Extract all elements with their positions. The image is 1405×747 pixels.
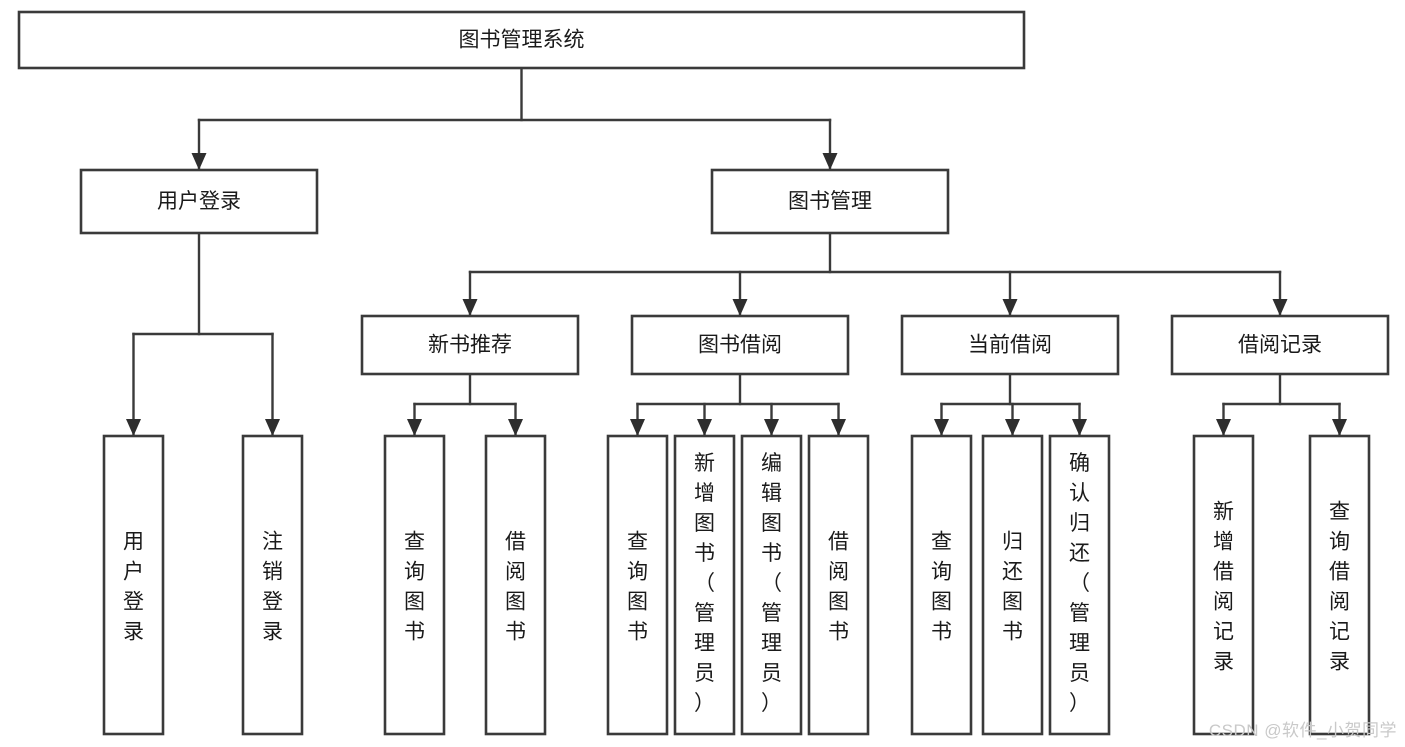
node-root-0[interactable]: 图书管理系统 — [17, 10, 1026, 70]
arrow-head-icon — [822, 153, 838, 170]
node-box[interactable] — [360, 314, 580, 376]
arrow-head-icon — [265, 419, 280, 436]
node-label: 查询借阅记录 — [1329, 500, 1350, 673]
node-label: 查询图书 — [627, 530, 648, 643]
csdn-watermark: CSDN @软件_小贺同学 — [1208, 721, 1397, 740]
node-label: 图书管理 — [788, 190, 872, 213]
node-level2-0[interactable]: 用户登录 — [79, 168, 319, 235]
node-box[interactable] — [606, 434, 669, 736]
node-box[interactable] — [1308, 434, 1371, 736]
arrow-head-icon — [1272, 299, 1288, 316]
node-label: 借阅图书 — [828, 530, 849, 643]
node-box[interactable] — [484, 434, 547, 736]
node-box[interactable] — [900, 314, 1120, 376]
arrow-head-icon — [934, 419, 949, 436]
node-label: 归还图书 — [1002, 530, 1023, 643]
connector-layer — [126, 66, 1347, 438]
node-leaf-9[interactable]: 归还图书 — [981, 434, 1044, 736]
node-leaf-10[interactable]: 确认归还（管理员） — [1048, 434, 1111, 736]
node-label: 新增借阅记录 — [1213, 500, 1234, 673]
node-leaf-2[interactable]: 查询图书 — [383, 434, 446, 736]
node-label: 用户登录 — [157, 190, 241, 213]
node-label: 查询图书 — [931, 530, 952, 643]
node-label: 借阅图书 — [505, 530, 526, 643]
node-leaf-1[interactable]: 注销登录 — [241, 434, 304, 736]
arrow-head-icon — [126, 419, 141, 436]
node-level3-2[interactable]: 当前借阅 — [900, 314, 1120, 376]
node-label: 图书借阅 — [698, 334, 782, 357]
arrow-head-icon — [831, 419, 846, 436]
node-box[interactable] — [102, 434, 165, 736]
node-label: 当前借阅 — [968, 334, 1052, 357]
arrow-head-icon — [191, 153, 207, 170]
node-box[interactable] — [630, 314, 850, 376]
arrow-head-icon — [732, 299, 748, 316]
arrow-head-icon — [508, 419, 523, 436]
node-box[interactable] — [17, 10, 1026, 70]
node-layer: 图书管理系统用户登录图书管理新书推荐图书借阅当前借阅借阅记录用户登录注销登录查询… — [17, 10, 1390, 736]
arrow-head-icon — [1072, 419, 1087, 436]
arrow-head-icon — [697, 419, 712, 436]
node-leaf-5[interactable]: 新增图书（管理员） — [673, 434, 736, 736]
node-label: 编辑图书（管理员） — [761, 452, 782, 715]
node-box[interactable] — [1170, 314, 1390, 376]
node-leaf-4[interactable]: 查询图书 — [606, 434, 669, 736]
node-leaf-8[interactable]: 查询图书 — [910, 434, 973, 736]
arrow-head-icon — [407, 419, 422, 436]
node-leaf-6[interactable]: 编辑图书（管理员） — [740, 434, 803, 736]
node-level3-0[interactable]: 新书推荐 — [360, 314, 580, 376]
node-label: 注销登录 — [262, 530, 283, 643]
node-box[interactable] — [383, 434, 446, 736]
node-leaf-11[interactable]: 新增借阅记录 — [1192, 434, 1255, 736]
node-box[interactable] — [673, 434, 736, 736]
node-label: 查询图书 — [404, 530, 425, 643]
arrow-head-icon — [1216, 419, 1231, 436]
node-box[interactable] — [1048, 434, 1111, 736]
arrow-head-icon — [1332, 419, 1347, 436]
node-box[interactable] — [740, 434, 803, 736]
node-label: 新书推荐 — [428, 334, 512, 357]
node-level3-1[interactable]: 图书借阅 — [630, 314, 850, 376]
arrow-head-icon — [462, 299, 478, 316]
node-label: 用户登录 — [123, 530, 144, 643]
node-box[interactable] — [79, 168, 319, 235]
node-label: 借阅记录 — [1238, 334, 1322, 357]
node-label: 确认归还（管理员） — [1069, 452, 1090, 715]
arrow-head-icon — [1005, 419, 1020, 436]
node-leaf-3[interactable]: 借阅图书 — [484, 434, 547, 736]
node-box[interactable] — [710, 168, 950, 235]
arrow-head-icon — [764, 419, 779, 436]
arrow-head-icon — [1002, 299, 1018, 316]
node-box[interactable] — [910, 434, 973, 736]
node-box[interactable] — [981, 434, 1044, 736]
node-label: 新增图书（管理员） — [694, 452, 715, 715]
node-box[interactable] — [1192, 434, 1255, 736]
node-leaf-7[interactable]: 借阅图书 — [807, 434, 870, 736]
arrow-head-icon — [630, 419, 645, 436]
node-leaf-12[interactable]: 查询借阅记录 — [1308, 434, 1371, 736]
node-label: 图书管理系统 — [459, 29, 585, 52]
node-box[interactable] — [241, 434, 304, 736]
node-box[interactable] — [807, 434, 870, 736]
node-level3-3[interactable]: 借阅记录 — [1170, 314, 1390, 376]
node-level2-1[interactable]: 图书管理 — [710, 168, 950, 235]
node-leaf-0[interactable]: 用户登录 — [102, 434, 165, 736]
